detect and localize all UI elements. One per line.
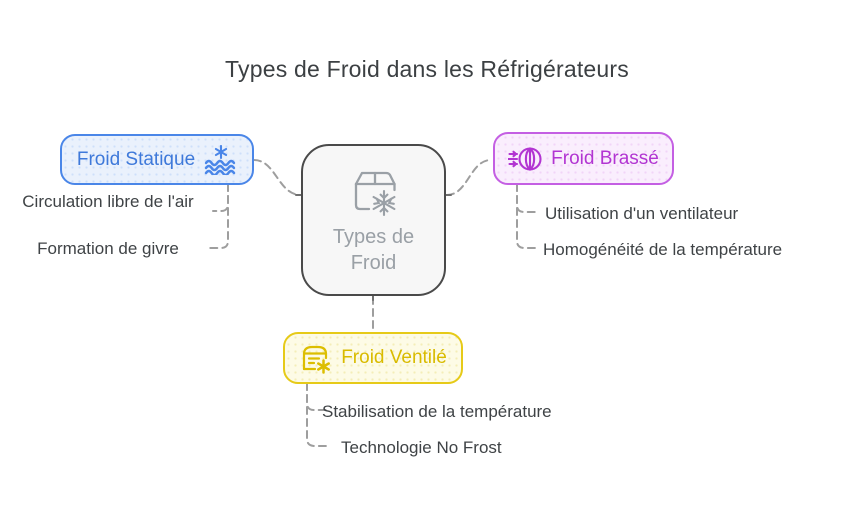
- subitem-utilisation-ventilateur: Utilisation d'un ventilateur: [545, 204, 739, 223]
- subitem-stabilisation-temperature: Stabilisation de la température: [322, 402, 552, 421]
- node-froid-ventile-label: Froid Ventilé: [341, 347, 447, 368]
- connector-statique-item1: [212, 183, 229, 212]
- freezer-snowflake-icon: [354, 171, 396, 217]
- subitem-formation-givre: Formation de givre: [37, 239, 179, 258]
- node-types-de-froid[interactable]: Types de Froid: [301, 144, 446, 296]
- snowflake-waves-icon: [204, 144, 236, 175]
- connector-center-brasse: [446, 159, 492, 196]
- subitem-homogeneite-temperature: Homogénéité de la température: [543, 240, 783, 259]
- node-froid-statique[interactable]: Froid Statique: [60, 134, 254, 185]
- node-froid-brasse-label: Froid Brassé: [551, 147, 659, 169]
- subitem-circulation-libre: Circulation libre de l'air: [22, 192, 194, 211]
- connector-statique-center: [253, 159, 302, 196]
- node-froid-ventile[interactable]: Froid Ventilé: [283, 332, 463, 384]
- node-froid-brasse[interactable]: Froid Brassé: [493, 132, 674, 185]
- node-froid-statique-label: Froid Statique: [76, 148, 196, 170]
- connector-brasse-item2: [516, 183, 539, 249]
- vented-fridge-snowflake-icon: [303, 345, 331, 374]
- page-title: Types de Froid dans les Réfrigérateurs: [225, 56, 629, 82]
- node-types-de-froid-label: Types de Froid: [332, 226, 415, 274]
- connector-statique-item2: [205, 183, 229, 249]
- subitem-technologie-no-frost: Technologie No Frost: [341, 438, 502, 457]
- connector-brasse-item1: [516, 183, 538, 213]
- fan-turbine-icon: [508, 146, 542, 171]
